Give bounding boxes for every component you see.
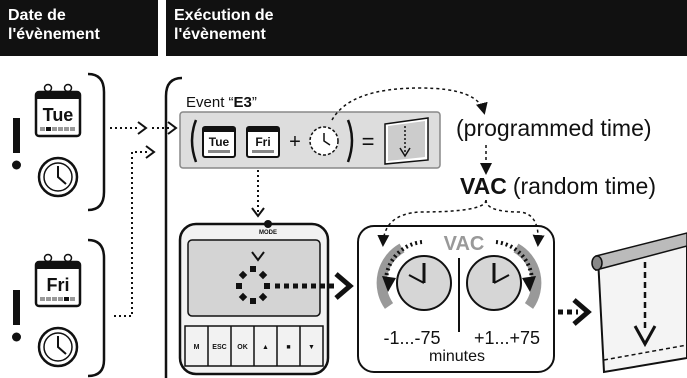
arrowhead-right-blind xyxy=(572,298,592,326)
vac-panel: VAC -1...-75 +1...+75 minutes xyxy=(357,225,555,373)
device-button-2[interactable]: OK xyxy=(237,344,248,351)
connector-vac-to-dials-right xyxy=(485,199,545,247)
event-box: Event “E3” Tue Fri + = xyxy=(179,94,441,169)
roller-blind-icon xyxy=(591,232,687,374)
vac-plus-range: +1...+75 xyxy=(474,328,540,348)
alert-mark-top xyxy=(12,118,21,170)
device-button-1[interactable]: ESC xyxy=(212,344,226,351)
vac-panel-title: VAC xyxy=(444,233,485,255)
device-button-5[interactable]: ▼ xyxy=(308,344,315,351)
vac-minus-clock-icon xyxy=(376,240,452,311)
header-event-date: Date de l'évènement xyxy=(0,0,158,56)
event-equals-sign: = xyxy=(362,129,375,154)
calendar-icon-fri: Fri xyxy=(34,253,82,308)
header-event-date-line2: l'évènement xyxy=(8,26,100,43)
vac-minus-range: -1...-75 xyxy=(383,328,440,348)
arrowhead-right xyxy=(334,272,354,300)
device-loading-icon xyxy=(236,266,270,304)
left-bracket-bottom xyxy=(87,238,106,378)
header-event-execution-line2: l'évènement xyxy=(174,26,266,43)
header-event-execution: Exécution de l'évènement xyxy=(166,0,687,56)
arrowhead-down xyxy=(251,207,265,218)
event-plus-sign: + xyxy=(289,131,301,153)
alert-mark-bottom xyxy=(12,290,21,342)
device-button-3[interactable]: ▲ xyxy=(262,344,269,351)
vac-plus-clock-icon xyxy=(466,240,542,311)
clock-icon-bottom xyxy=(37,326,79,368)
calendar-day-fri: Fri xyxy=(46,275,69,295)
device-button-row: M ESC OK ▲ ■ ▼ xyxy=(184,325,324,367)
header-event-execution-line1: Exécution de xyxy=(174,7,274,24)
programmed-time-label: (programmed time) xyxy=(456,115,652,141)
vac-unit-label: minutes xyxy=(429,348,485,365)
event-clock-icon xyxy=(309,126,339,156)
mode-label: MODE xyxy=(259,230,277,236)
event-calendar-fri-icon: Fri xyxy=(246,126,280,158)
calendar-icon-tue: Tue xyxy=(34,83,82,138)
event-calendar-tue-icon: Tue xyxy=(202,126,236,158)
clock-icon-top xyxy=(37,156,79,198)
left-bracket-top xyxy=(87,72,106,212)
device-button-4[interactable]: ■ xyxy=(286,344,290,351)
event-label: Event “E3” xyxy=(186,94,257,111)
timer-device: MODE M ESC OK ▲ ■ ▼ xyxy=(178,220,330,376)
execution-bracket xyxy=(164,76,183,378)
event-day-fri: Fri xyxy=(255,135,270,149)
event-day-tue: Tue xyxy=(209,135,230,149)
calendar-day-tue: Tue xyxy=(43,105,74,125)
vac-random-time-label: VAC(random time) xyxy=(460,173,656,199)
device-button-0[interactable]: M xyxy=(194,344,200,351)
header-event-date-line1: Date de xyxy=(8,7,66,24)
connector-programmed-time xyxy=(331,87,488,121)
event-blind-icon xyxy=(384,117,429,165)
connector-vac-to-dials xyxy=(377,199,487,247)
